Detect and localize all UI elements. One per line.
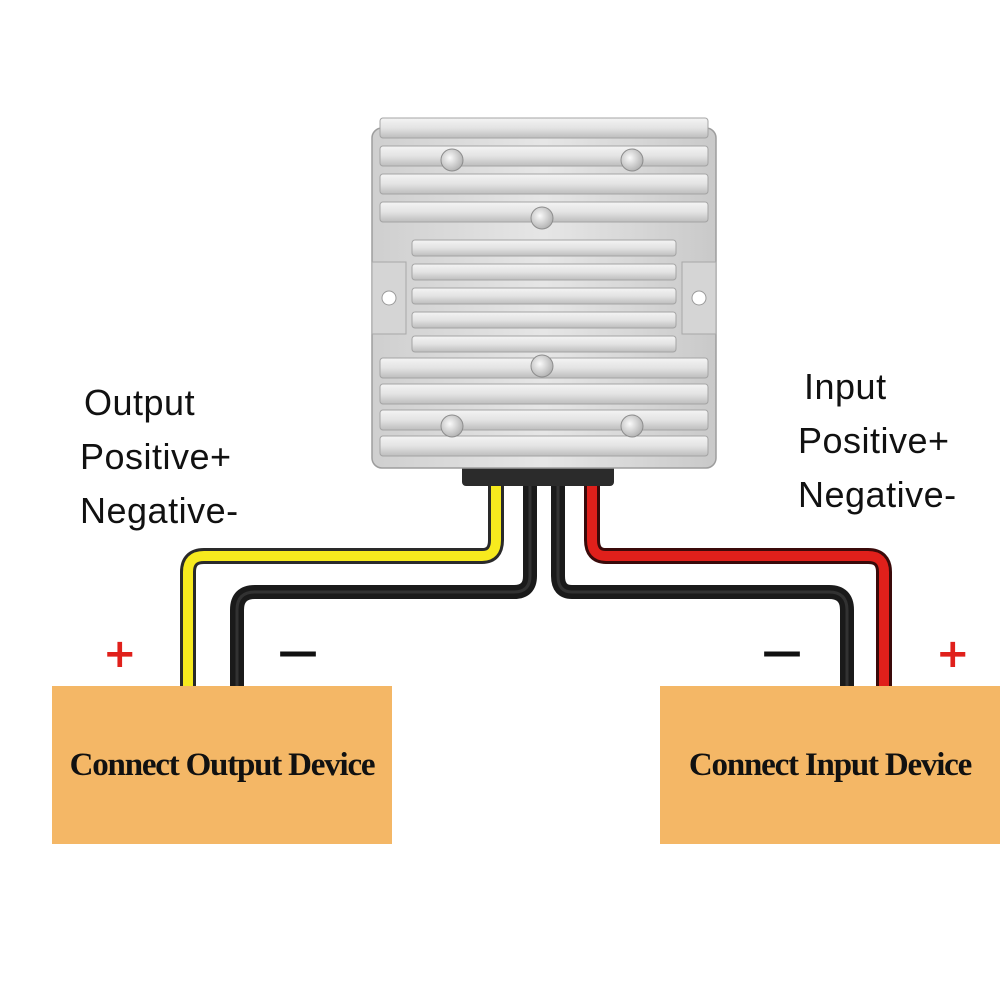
heatsink-fin: [379, 435, 709, 457]
input-plus-sign: +: [936, 631, 970, 677]
input-device-label: Connect Input Device: [688, 746, 972, 783]
heatsink-fin: [411, 239, 677, 257]
input-wire-legend: Input Positive+ Negative-: [798, 360, 957, 522]
heatsink-fin: [411, 335, 677, 353]
heatsink-fin: [411, 287, 677, 305]
output-wire-legend: Output Positive+ Negative-: [80, 376, 239, 538]
output-label-positive: Positive+: [80, 436, 232, 477]
heatsink-fin: [379, 145, 709, 167]
heatsink-fin: [379, 409, 709, 431]
input-label-positive: Positive+: [798, 420, 950, 461]
aluminum-heatsink-converter-icon: [371, 117, 717, 486]
heatsink-fin: [379, 383, 709, 405]
input-minus-sign: —: [762, 629, 802, 675]
output-label-title: Output: [84, 382, 196, 423]
output-minus-sign: —: [278, 629, 318, 675]
input-label-title: Input: [804, 366, 887, 407]
output-label-negative: Negative-: [80, 490, 239, 531]
heatsink-fin: [379, 173, 709, 195]
heatsink-fin: [411, 263, 677, 281]
output-plus-sign: +: [103, 631, 137, 677]
output-device-box: Connect Output Device: [52, 686, 392, 844]
heatsink-fin: [411, 311, 677, 329]
heatsink-fin: [379, 117, 709, 139]
wires: [180, 478, 892, 688]
input-device-box: Connect Input Device: [660, 686, 1000, 844]
screw-heads: [440, 148, 644, 438]
output-device-label: Connect Output Device: [69, 746, 376, 783]
input-label-negative: Negative-: [798, 474, 957, 515]
